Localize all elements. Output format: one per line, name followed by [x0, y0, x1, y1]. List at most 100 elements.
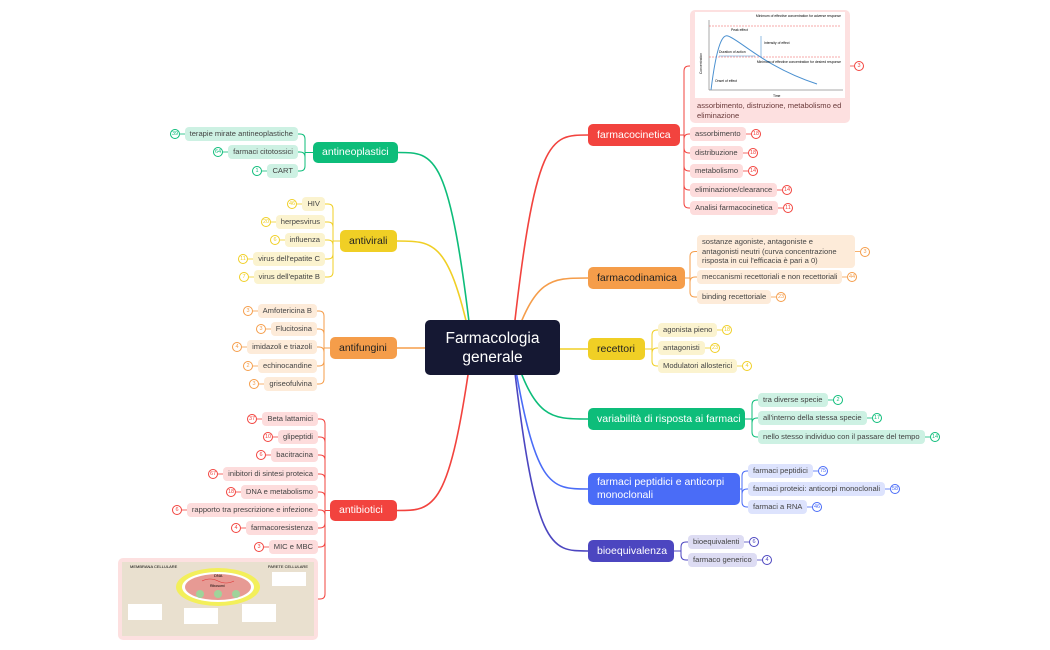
child-topic[interactable]: Amfotericina B	[257, 304, 317, 318]
child-topic[interactable]: farmaci proteici: anticorpi monoclonali	[748, 482, 886, 496]
farmacocinetica-image-node[interactable]: Minimum of effective concentration for a…	[690, 10, 850, 123]
child-topic[interactable]: Modulatori allosterici	[658, 359, 738, 373]
child-topic[interactable]: antagonisti	[658, 341, 705, 355]
count-badge[interactable]: 44	[847, 272, 857, 282]
count-badge[interactable]: 17	[872, 413, 882, 423]
child-topic[interactable]: HIV	[302, 197, 325, 211]
child-topic[interactable]: farmaci peptidici	[748, 464, 813, 478]
count-badge[interactable]: 1	[252, 166, 262, 176]
child-topic[interactable]: farmaco generico	[688, 553, 757, 567]
child-topic[interactable]: meccanismi recettoriali e non recettoria…	[697, 270, 843, 284]
child-topic[interactable]: influenza	[284, 233, 325, 247]
central-topic[interactable]: Farmacologia generale	[425, 320, 560, 375]
count-badge[interactable]: 18	[748, 148, 758, 158]
child-topic-label: farmacoresistenza	[250, 523, 313, 533]
count-badge[interactable]: 4	[742, 361, 752, 371]
count-badge[interactable]: 3	[243, 306, 253, 316]
count-badge[interactable]: 6	[270, 235, 280, 245]
count-badge[interactable]: 14	[930, 432, 940, 442]
child-topic[interactable]: echinocandine	[258, 359, 317, 373]
child-topic[interactable]: CART	[267, 164, 298, 178]
count-badge[interactable]: 14	[782, 185, 792, 195]
count-badge[interactable]: 3	[854, 61, 864, 71]
branch-farmacocinetica[interactable]: farmacocinetica	[588, 124, 680, 146]
branch-antifungini[interactable]: antifungini	[330, 337, 397, 359]
child-topic[interactable]: inibitori di sintesi proteica	[223, 467, 318, 481]
count-badge[interactable]: 4	[762, 555, 772, 565]
child-topic[interactable]: bioequivalenti	[688, 535, 745, 549]
child-topic[interactable]: Flucitosina	[270, 322, 317, 336]
child-topic[interactable]: nello stesso individuo con il passare de…	[758, 430, 925, 444]
child-topic[interactable]: farmaci citotossici	[228, 145, 298, 159]
child-topic[interactable]: distribuzione	[690, 146, 743, 160]
count-badge[interactable]: 75	[818, 466, 828, 476]
count-badge[interactable]: 14	[748, 166, 758, 176]
branch-bioequivalenza[interactable]: bioequivalenza	[588, 540, 674, 562]
child-topic[interactable]: tra diverse specie	[758, 393, 828, 407]
count-badge[interactable]: 18	[751, 129, 761, 139]
branch-peptidici[interactable]: farmaci peptidici e anticorpi monoclonal…	[588, 473, 740, 505]
child-topic[interactable]: Analisi farmacocinetica	[690, 201, 778, 215]
child-topic[interactable]: agonista pieno	[658, 323, 718, 337]
child-topic[interactable]: sostanze agoniste, antagoniste e antagon…	[697, 235, 855, 268]
count-badge[interactable]: 6	[749, 537, 759, 547]
count-badge[interactable]: 46	[287, 199, 297, 209]
child-topic[interactable]: bacitracina	[271, 448, 318, 462]
child-connector	[317, 378, 325, 385]
child-topic[interactable]: all'interno della stessa specie	[758, 411, 867, 425]
child-topic-label: imidazoli e triazoli	[252, 342, 312, 352]
child-topic[interactable]: farmacoresistenza	[245, 521, 318, 535]
child-topic[interactable]: herpesvirus	[275, 215, 325, 229]
count-badge[interactable]: 18	[722, 325, 732, 335]
child-topic[interactable]: Beta lattamici	[262, 412, 318, 426]
count-badge[interactable]: 23	[710, 343, 720, 353]
child-topic[interactable]: virus dell'epatite C	[253, 252, 325, 266]
count-badge[interactable]: 20	[261, 217, 271, 227]
count-badge[interactable]: 18	[226, 487, 236, 497]
count-badge[interactable]: 46	[812, 502, 822, 512]
child-topic[interactable]: griseofulvina	[264, 377, 317, 391]
count-badge[interactable]: 2	[243, 361, 253, 371]
count-badge[interactable]: 3	[254, 542, 264, 552]
child-topic[interactable]: eliminazione/clearance	[690, 183, 778, 197]
count-badge[interactable]: 7	[239, 272, 249, 282]
count-badge[interactable]: 11	[238, 254, 248, 264]
branch-antineoplastici[interactable]: antineoplastici	[313, 142, 398, 163]
branch-antibiotici[interactable]: antibiotici	[330, 500, 397, 521]
antibiotici-image-node[interactable]: MEMBRANA CELLULARE PARETE CELLULARE DNA …	[118, 558, 318, 640]
child-topic[interactable]: farmaci a RNA	[748, 500, 808, 514]
child-topic[interactable]: terapie mirate antineoplastiche	[184, 127, 298, 141]
child-topic[interactable]: assorbimento	[690, 127, 746, 141]
count-badge[interactable]: 37	[247, 414, 257, 424]
count-badge[interactable]: 3	[249, 379, 259, 389]
count-badge[interactable]: 3	[860, 246, 870, 257]
count-badge[interactable]: 4	[231, 523, 241, 533]
child-topic[interactable]: glipeptidi	[278, 430, 318, 444]
count-badge[interactable]: 58	[890, 484, 900, 494]
count-badge[interactable]: 39	[170, 129, 180, 139]
count-badge[interactable]: 2	[833, 395, 843, 405]
child-topic[interactable]: virus dell'epatite B	[253, 270, 325, 284]
count-badge[interactable]: 4	[232, 342, 242, 352]
count-badge[interactable]: 11	[783, 203, 793, 213]
count-badge[interactable]: 3	[256, 324, 266, 334]
count-badge[interactable]: 6	[172, 505, 182, 515]
child-topic[interactable]: binding recettoriale	[697, 290, 772, 304]
child-topic[interactable]: imidazoli e triazoli	[247, 340, 317, 354]
count-badge[interactable]: 67	[208, 469, 218, 479]
count-badge[interactable]: 64	[213, 147, 223, 157]
count-badge[interactable]: 6	[256, 450, 266, 460]
child-topic[interactable]: rapporto tra prescrizione e infezione	[186, 503, 318, 517]
antivirali-label: antivirali	[349, 234, 388, 247]
branch-variabilita[interactable]: variabilità di risposta ai farmaci	[588, 408, 745, 430]
child-connector	[651, 329, 658, 336]
branch-recettori[interactable]: recettori	[588, 338, 645, 360]
child-topic-label: MIC e MBC	[273, 542, 313, 552]
count-badge[interactable]: 10	[263, 432, 273, 442]
branch-farmacodinamica[interactable]: farmacodinamica	[588, 267, 685, 289]
branch-antivirali[interactable]: antivirali	[340, 230, 397, 252]
child-topic[interactable]: metabolismo	[690, 164, 744, 178]
child-topic[interactable]: MIC e MBC	[268, 540, 318, 554]
child-topic[interactable]: DNA e metabolismo	[240, 485, 318, 499]
count-badge[interactable]: 23	[776, 292, 786, 302]
